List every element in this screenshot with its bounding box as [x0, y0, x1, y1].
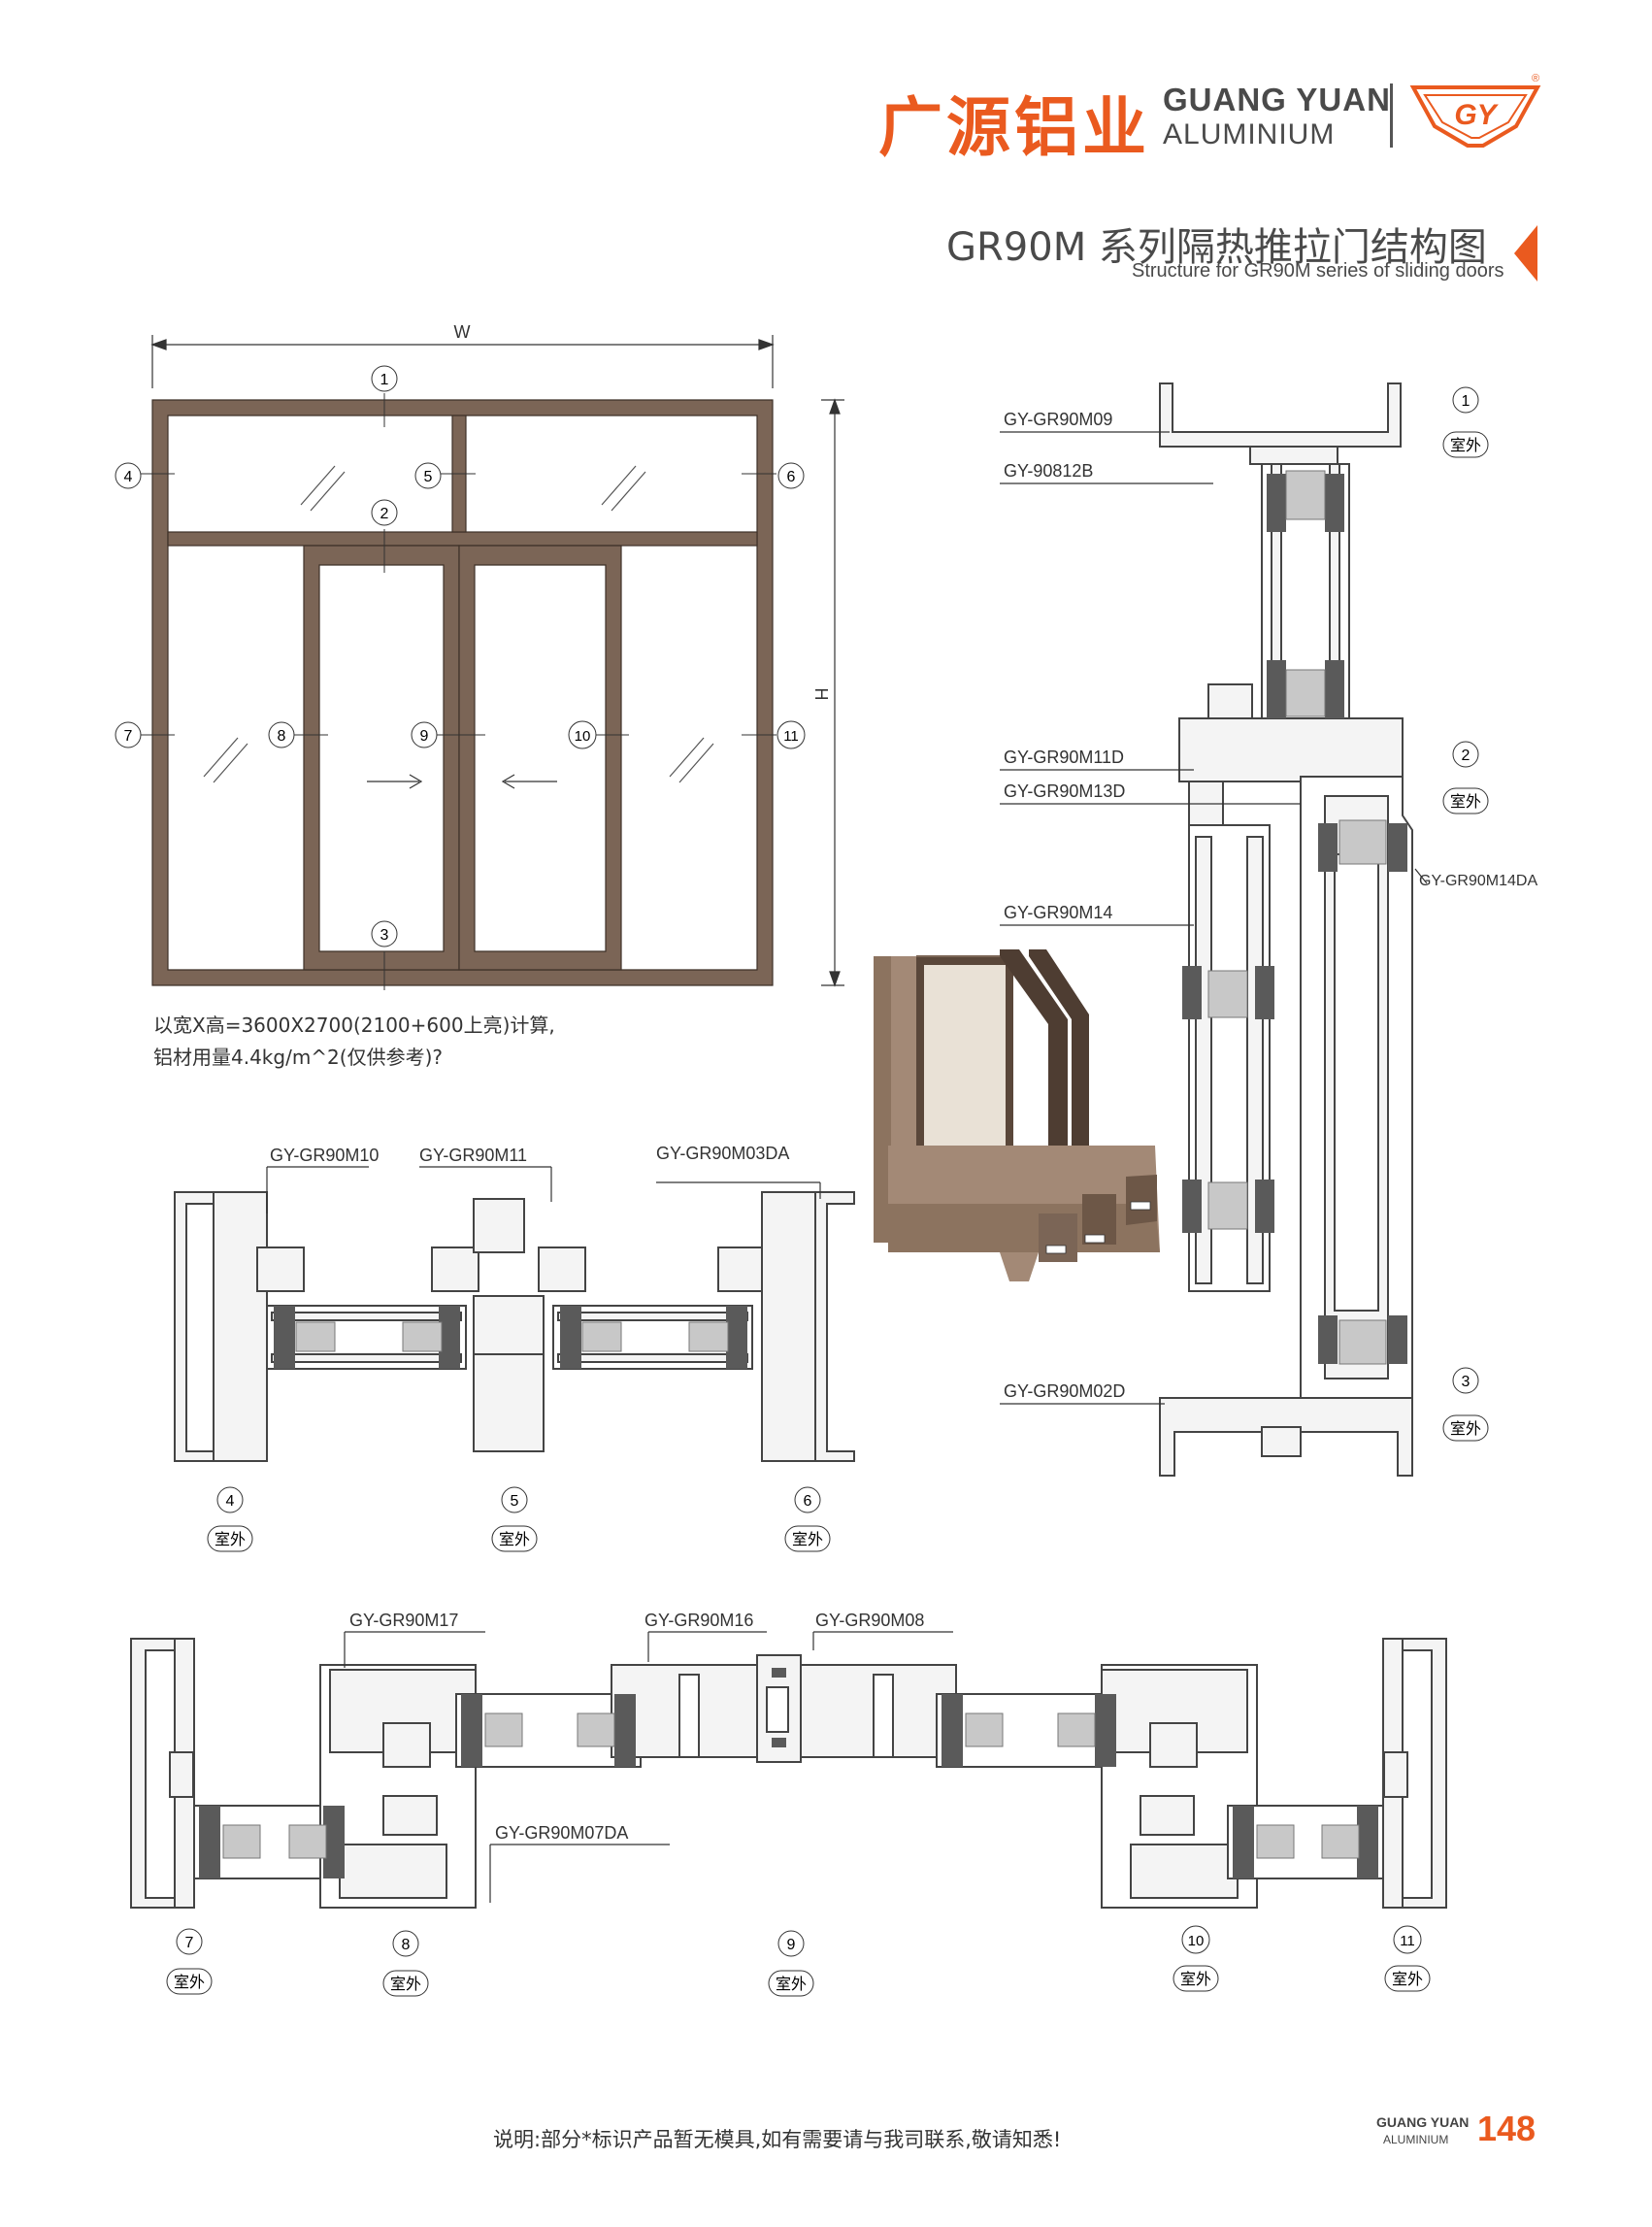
svg-text:4: 4: [124, 469, 133, 485]
svg-text:室外: 室外: [1392, 1971, 1423, 1988]
footer-brand: GUANG YUAN: [1376, 2114, 1470, 2130]
svg-text:11: 11: [783, 728, 799, 745]
vs-label-90812b: GY-90812B: [1004, 461, 1093, 481]
svg-text:8: 8: [402, 1937, 411, 1953]
vs-label-m14da: GY-GR90M14DA: [1419, 873, 1537, 889]
page-number: 148: [1477, 2109, 1536, 2148]
title-arrow-icon: [1514, 225, 1537, 282]
marker-7: 7: [115, 721, 142, 748]
brand-logo-icon: GY ®: [1409, 73, 1541, 148]
svg-text:5: 5: [424, 469, 433, 485]
page-subtitle: Structure for GR90M series of sliding do…: [1132, 260, 1504, 282]
marker-6: 6: [777, 462, 805, 489]
logo-text: GY: [1454, 99, 1499, 131]
sl-markers: 7 室外 8 室外 9 室外 10 室外 11 室外: [166, 1925, 1431, 1997]
svg-text:3: 3: [1462, 1374, 1470, 1390]
svg-text:2: 2: [380, 506, 389, 522]
door-elevation: W H 1 2 3 4 5 6 7 8 9: [115, 322, 844, 990]
su-label-m03da: GY-GR90M03DA: [656, 1144, 789, 1163]
sl-label-m07da: GY-GR90M07DA: [495, 1823, 628, 1843]
marker-8: 8: [268, 721, 295, 748]
su-markers: 4 室外 5 室外 6 室外: [207, 1486, 831, 1552]
usage-note-1: 以宽X高=3600X2700(2100+600上亮)计算,: [153, 1014, 555, 1037]
brand-separator: [1390, 83, 1393, 148]
su-label-m11: GY-GR90M11: [419, 1146, 527, 1165]
svg-text:室外: 室外: [776, 1976, 807, 1993]
svg-text:1: 1: [380, 372, 389, 388]
sl-label-m16: GY-GR90M16: [644, 1611, 753, 1630]
glass-hatch: [203, 465, 714, 783]
marker-2: 2: [371, 499, 398, 526]
brand-name-en-sub: ALUMINIUM: [1163, 118, 1336, 150]
marker-4: 4: [115, 462, 142, 489]
svg-text:室外: 室外: [1450, 793, 1481, 811]
marker-9: 9: [411, 721, 438, 748]
sl-label-m08: GY-GR90M08: [815, 1611, 924, 1630]
svg-text:9: 9: [420, 728, 429, 745]
svg-text:室外: 室外: [792, 1531, 823, 1548]
svg-text:10: 10: [575, 728, 591, 745]
svg-text:室外: 室外: [215, 1531, 246, 1548]
svg-text:2: 2: [1462, 748, 1470, 764]
page-title: GR90M 系列隔热推拉门结构图: [946, 225, 1487, 270]
marker-10: 10: [568, 720, 597, 749]
svg-text:6: 6: [804, 1493, 812, 1510]
su-label-m10: GY-GR90M10: [270, 1146, 379, 1165]
vs-label-m14: GY-GR90M14: [1004, 903, 1112, 922]
svg-text:室外: 室外: [1450, 437, 1481, 454]
svg-text:室外: 室外: [1450, 1420, 1481, 1438]
usage-note-2: 铝材用量4.4kg/m^2(仅供参考)?: [153, 1046, 444, 1069]
svg-text:6: 6: [787, 469, 796, 485]
svg-text:室外: 室外: [499, 1531, 530, 1548]
marker-3: 3: [371, 920, 398, 947]
footer-brand-sub: ALUMINIUM: [1383, 2133, 1449, 2146]
svg-text:7: 7: [185, 1935, 194, 1951]
svg-text:11: 11: [1400, 1933, 1415, 1949]
width-label: W: [454, 322, 471, 342]
svg-text:3: 3: [380, 927, 389, 944]
elevation-markers: 1 2 3 4 5 6 7 8 9 10 11: [115, 365, 806, 947]
slide-arrows: [367, 774, 557, 789]
svg-text:1: 1: [1462, 393, 1470, 410]
svg-text:4: 4: [226, 1493, 235, 1510]
outer-frame: [151, 399, 774, 986]
marker-5: 5: [414, 462, 442, 489]
section-lower: GY-GR90M17 GY-GR90M16 GY-GR90M08 GY-GR90…: [130, 1611, 1447, 1997]
sl-label-m17: GY-GR90M17: [349, 1611, 458, 1630]
profile-3d-render: [874, 949, 1160, 1281]
vs-label-m11d: GY-GR90M11D: [1004, 748, 1124, 767]
vs-label-m09: GY-GR90M09: [1004, 410, 1112, 429]
brand-name-cn: 广源铝业: [878, 90, 1150, 165]
svg-text:7: 7: [124, 728, 133, 745]
marker-11: 11: [776, 720, 806, 749]
marker-1: 1: [371, 365, 398, 392]
svg-text:8: 8: [278, 728, 286, 745]
vs-label-m02d: GY-GR90M02D: [1004, 1381, 1125, 1401]
vertical-section: GY-GR90M09 GY-90812B GY-GR90M11D GY-GR90…: [1000, 382, 1537, 1477]
vs-markers: 1 室外 2 室外 3 室外: [1442, 386, 1489, 1442]
section-upper: GY-GR90M10 GY-GR90M11 GY-GR90M03DA 4 室外 …: [174, 1144, 855, 1552]
svg-text:室外: 室外: [174, 1974, 205, 1991]
height-label: H: [811, 688, 831, 701]
footer-note: 说明:部分*标识产品暂无模具,如有需要请与我司联系,敬请知悉!: [493, 2128, 1062, 2151]
svg-text:室外: 室外: [390, 1976, 421, 1993]
svg-text:室外: 室外: [1180, 1971, 1211, 1988]
marker-leaders: [141, 393, 776, 990]
registered-mark: ®: [1532, 73, 1539, 84]
vs-label-m13d: GY-GR90M13D: [1004, 781, 1125, 801]
svg-text:10: 10: [1188, 1933, 1205, 1949]
svg-text:5: 5: [511, 1493, 519, 1510]
brand-name-en: GUANG YUAN: [1163, 82, 1391, 117]
svg-text:9: 9: [787, 1937, 796, 1953]
